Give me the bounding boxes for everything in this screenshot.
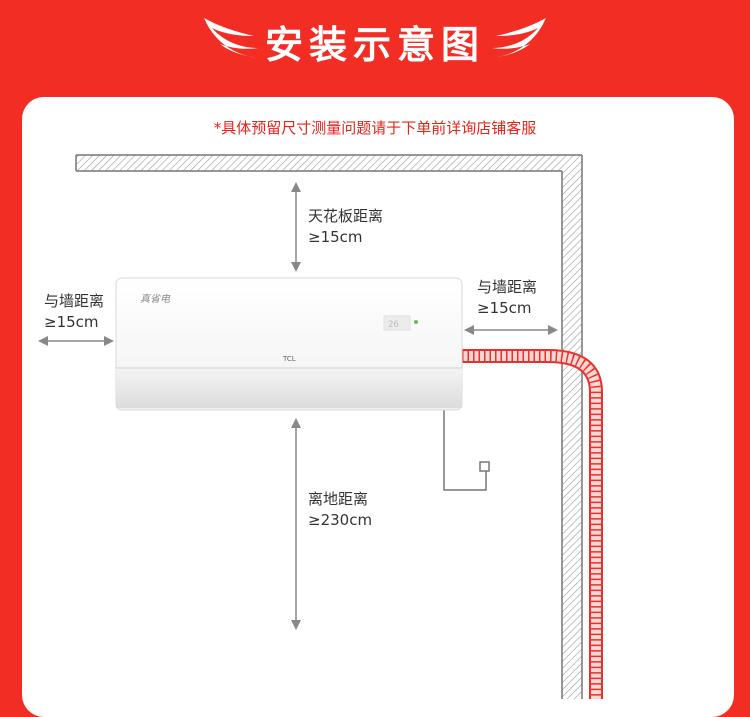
floor-clearance-name: 离地距离 [308, 490, 369, 508]
ac-brand-text: 真省电 [140, 294, 170, 305]
left-wall-clearance-value: ≥15cm [44, 313, 99, 331]
right-wall-clearance-label: 与墙距离 ≥15cm [477, 277, 537, 319]
right-wing-icon [492, 18, 546, 58]
ac-display-digits: 26 [388, 320, 399, 330]
left-wall-clearance-label: 与墙距离 ≥15cm [44, 291, 104, 333]
ceiling-clearance-value: ≥15cm [308, 228, 363, 246]
measurement-note: *具体预留尺寸测量问题请于下单前详询店铺客服 [213, 119, 537, 137]
left-wall-clearance-arrow [38, 336, 114, 346]
ac-indoor-unit [115, 277, 463, 411]
right-wall-clearance-value: ≥15cm [477, 299, 532, 317]
ceiling [75, 154, 582, 172]
floor-clearance-label: 离地距离 ≥230cm [308, 489, 372, 531]
left-wing-icon [204, 18, 258, 58]
right-wall [561, 155, 583, 699]
right-wall-clearance-name: 与墙距离 [477, 278, 538, 296]
ceiling-clearance-name: 天花板距离 [308, 207, 384, 225]
left-wall-clearance-name: 与墙距离 [44, 292, 105, 310]
right-wall-clearance-arrow [464, 325, 558, 335]
drain-pipe [443, 405, 487, 491]
ceiling-clearance-arrow [291, 182, 301, 272]
ceiling-clearance-label: 天花板距离 ≥15cm [308, 206, 383, 248]
drain-outlet [479, 461, 490, 472]
page-title: 安装示意图 [264, 23, 485, 67]
refrigerant-pipe [462, 349, 603, 699]
ac-logo-text: TCL [283, 355, 296, 363]
floor-clearance-arrow [291, 418, 301, 630]
installation-diagram: 26 [38, 154, 603, 699]
header-banner: 安装示意图 [0, 0, 750, 90]
floor-clearance-value: ≥230cm [308, 511, 373, 529]
